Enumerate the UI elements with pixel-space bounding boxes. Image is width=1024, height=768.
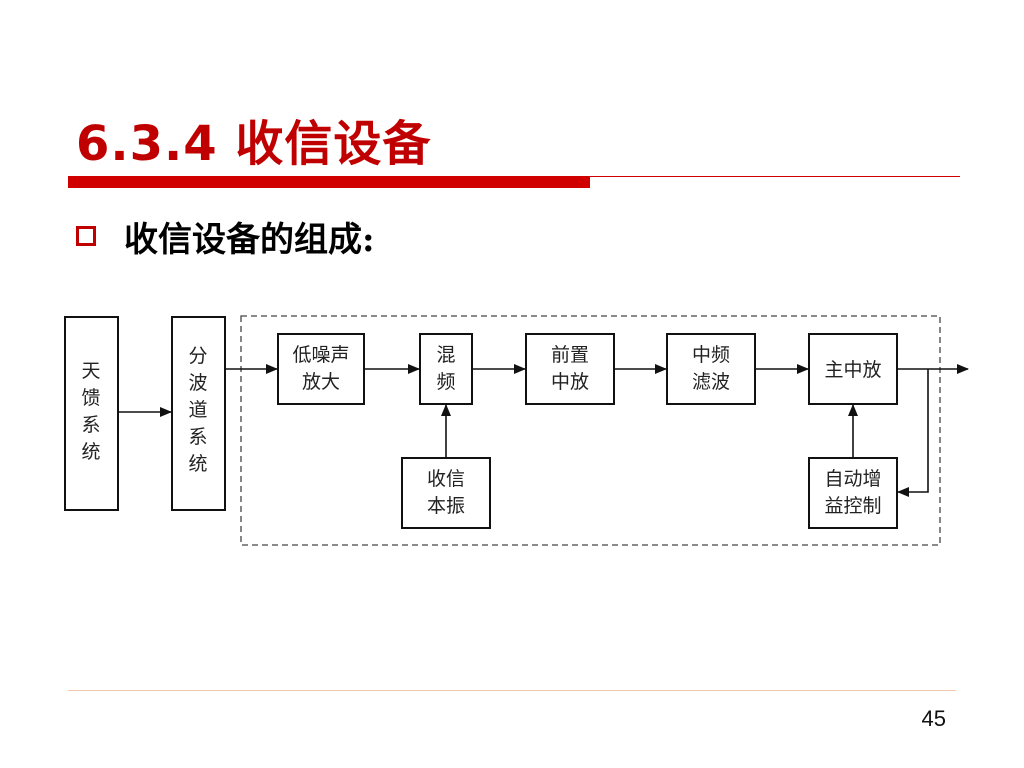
- local-osc-label-line2: 本振: [427, 495, 465, 517]
- square-bullet-icon: [76, 226, 96, 246]
- agc-label-line1: 自动增: [824, 468, 881, 490]
- lna-label-line1: 低噪声: [292, 344, 349, 366]
- splitter-char: 道: [188, 399, 207, 421]
- agc-label-line2: 益控制: [824, 495, 881, 517]
- lna-label-line2: 放大: [302, 371, 340, 393]
- channel-splitter-box: [171, 316, 226, 511]
- splitter-char: 波: [188, 372, 207, 394]
- footer-divider: [68, 690, 956, 691]
- if-filter-box: [666, 333, 756, 405]
- title-underline-thick: [68, 176, 590, 188]
- local-osc-label-line1: 收信: [427, 468, 465, 490]
- antenna-feed-label: 天 馈 系 统: [81, 360, 100, 463]
- title-underline-thin: [590, 176, 960, 177]
- preamp-label-line2: 中放: [551, 371, 589, 393]
- antenna-char: 天: [81, 360, 100, 382]
- bullet-text: 收信设备的组成:: [124, 219, 375, 260]
- bullet-item: 收信设备的组成:: [76, 214, 375, 260]
- preamp-if-box: [525, 333, 615, 405]
- splitter-char: 分: [188, 345, 207, 367]
- if-filter-label-line2: 滤波: [692, 371, 730, 393]
- main-if-label: 主中放: [824, 359, 881, 381]
- main-if-amp-box: [808, 333, 898, 405]
- splitter-char: 统: [188, 453, 207, 475]
- antenna-char: 统: [81, 441, 100, 463]
- local-oscillator-box: [401, 457, 491, 529]
- slide-title: 6.3.4 收信设备: [76, 116, 432, 172]
- antenna-feed-box: [64, 316, 119, 511]
- mixer-label-line1: 混: [436, 344, 455, 366]
- page-number: 45: [921, 706, 946, 731]
- splitter-char: 系: [188, 426, 207, 448]
- agc-box: [808, 457, 898, 529]
- lna-box: [277, 333, 365, 405]
- if-filter-label-line1: 中频: [692, 344, 730, 366]
- mixer-label-line2: 频: [436, 371, 455, 393]
- antenna-char: 馈: [81, 387, 100, 409]
- receiver-dashed-boundary: [240, 315, 941, 546]
- arrow-feedback-to-agc: [897, 369, 929, 497]
- antenna-char: 系: [81, 414, 100, 436]
- channel-splitter-label: 分 波 道 系 统: [188, 345, 207, 475]
- preamp-label-line1: 前置: [551, 344, 589, 366]
